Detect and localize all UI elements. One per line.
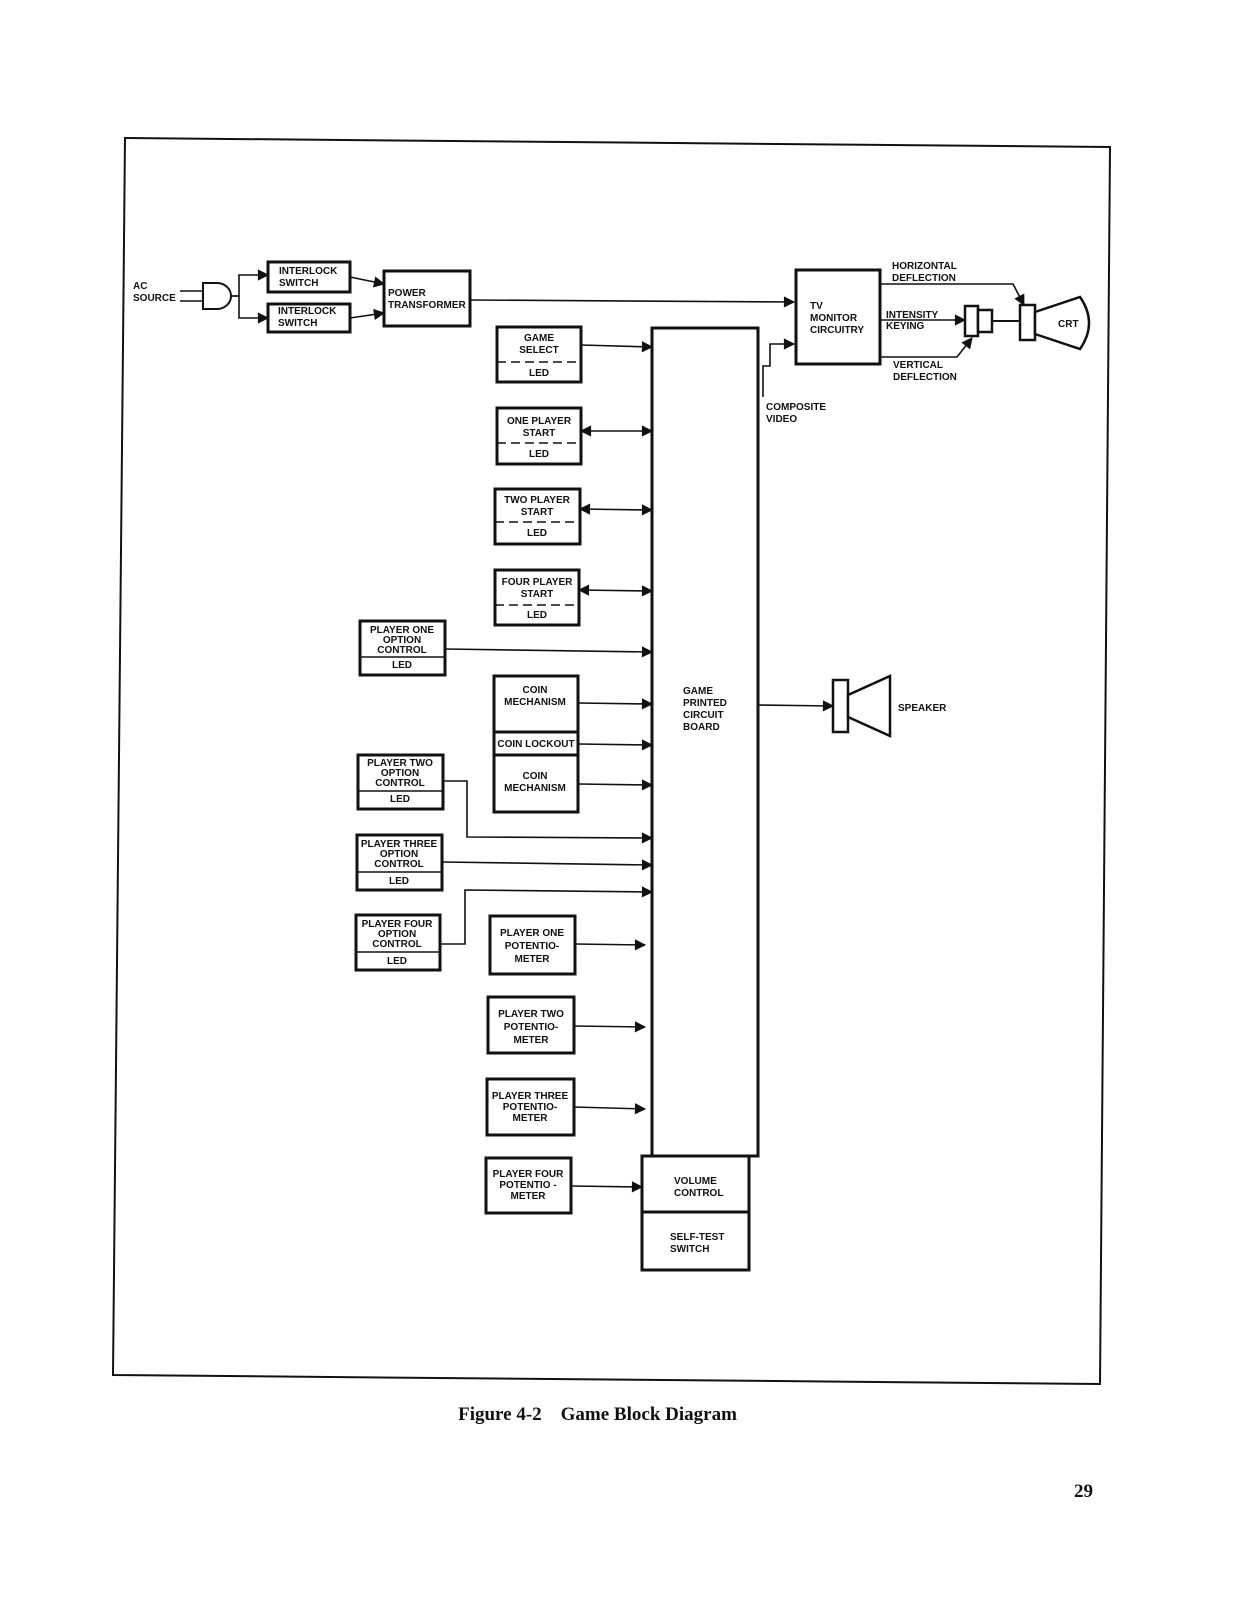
speaker-label: SPEAKER: [898, 703, 947, 714]
two-player-start-led-label: LED: [527, 528, 547, 539]
volume-control-box: [640, 1154, 751, 1214]
tv-monitor-circuitry: [794, 268, 882, 366]
game-printed-circuit-board: [650, 326, 760, 1158]
two-player-start-box: [493, 487, 582, 546]
player-two-option-box: [356, 753, 445, 811]
speaker-symbol: [831, 674, 892, 738]
four-player-start-box: [493, 568, 581, 627]
four-player-start-led-label: LED: [527, 610, 547, 621]
player-two-option-led-label: LED: [390, 794, 410, 805]
crt-label: CRT: [1058, 319, 1079, 330]
player-four-option-led-label: LED: [387, 956, 407, 967]
player-one-option-box: [358, 619, 447, 677]
power-transformer: [382, 269, 472, 328]
coin-mechanism-1-box: [492, 674, 580, 734]
game-select-box: [495, 325, 583, 384]
ac-plug-symbol: [202, 282, 232, 310]
player-three-option-box: [355, 833, 444, 892]
player-three-pot-box: [485, 1077, 576, 1137]
figure-caption: Figure 4-2 Game Block Diagram: [458, 1404, 737, 1425]
diagram-frame: [111, 136, 1112, 1386]
player-one-pot-box: [488, 914, 577, 976]
coin-mechanism-2-box: [492, 753, 580, 814]
coin-lockout-label: COIN LOCKOUT: [497, 739, 574, 750]
page-number: 29: [1074, 1481, 1093, 1502]
player-four-pot-box: [484, 1156, 573, 1215]
player-three-option-led-label: LED: [389, 876, 409, 887]
one-player-start-led-label: LED: [529, 449, 549, 460]
crt-tube: [963, 295, 1091, 351]
player-two-pot-box: [486, 995, 576, 1055]
self-test-switch-box: [640, 1210, 751, 1272]
player-four-option-box: [354, 913, 442, 972]
game-select-led-label: LED: [529, 368, 549, 379]
player-one-option-led-label: LED: [392, 660, 412, 671]
